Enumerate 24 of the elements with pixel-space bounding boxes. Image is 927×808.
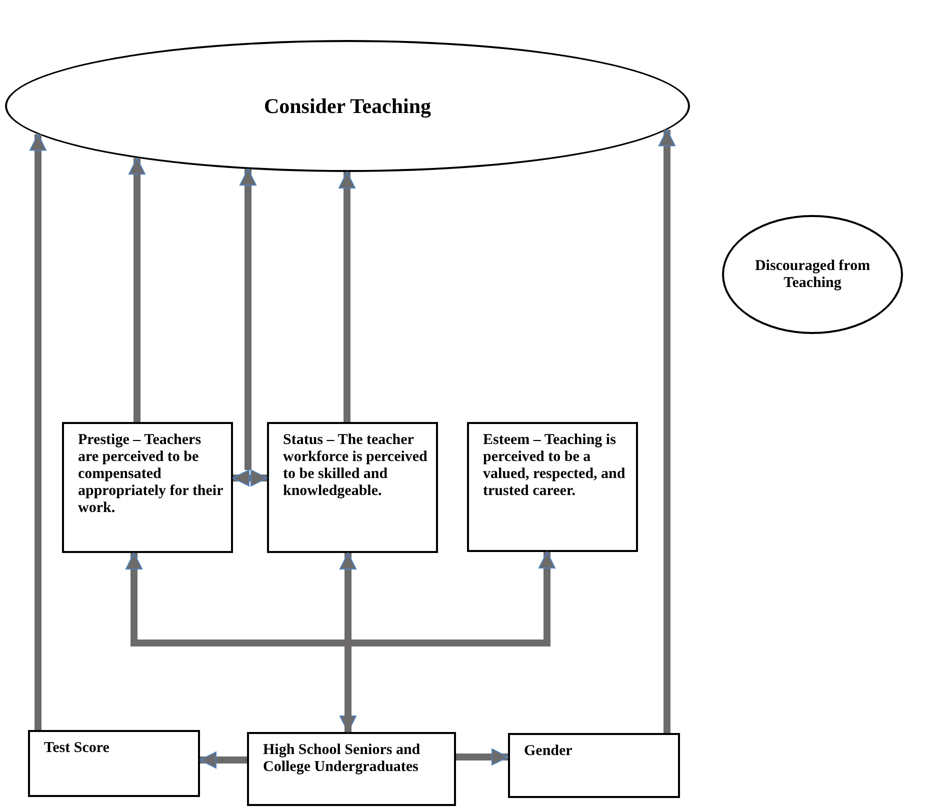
factor-box (62, 422, 233, 553)
node-label: Discouraged from Teaching (754, 258, 871, 292)
arrow (240, 168, 256, 470)
factor-box (267, 422, 438, 553)
arrow (658, 129, 676, 733)
node-label: Consider Teaching (264, 94, 432, 118)
population-box (247, 732, 456, 806)
arrow (340, 552, 356, 732)
arrow (30, 134, 46, 730)
arrow (338, 172, 356, 422)
node-label: High School Seniors and College Undergraduates (263, 742, 422, 776)
node-label: Esteem – Teaching is perceived to be a valued, respected, and trusted career. (483, 432, 626, 500)
node-label: Status – The teacher workforce is perceived to be skilled and knowledgeable. (283, 432, 428, 500)
node-label: Gender (524, 743, 574, 760)
arrow (128, 158, 146, 422)
arrow (456, 748, 508, 766)
variable-box (28, 730, 200, 797)
variable-box (508, 733, 680, 798)
factor-box (467, 422, 638, 552)
arrow (200, 752, 247, 768)
arrow (232, 470, 268, 486)
node-label: Prestige – Teachers are perceived to be compensated appropriately for their work. (78, 432, 223, 517)
node-label: Test Score (44, 740, 110, 757)
arrow (344, 552, 556, 732)
